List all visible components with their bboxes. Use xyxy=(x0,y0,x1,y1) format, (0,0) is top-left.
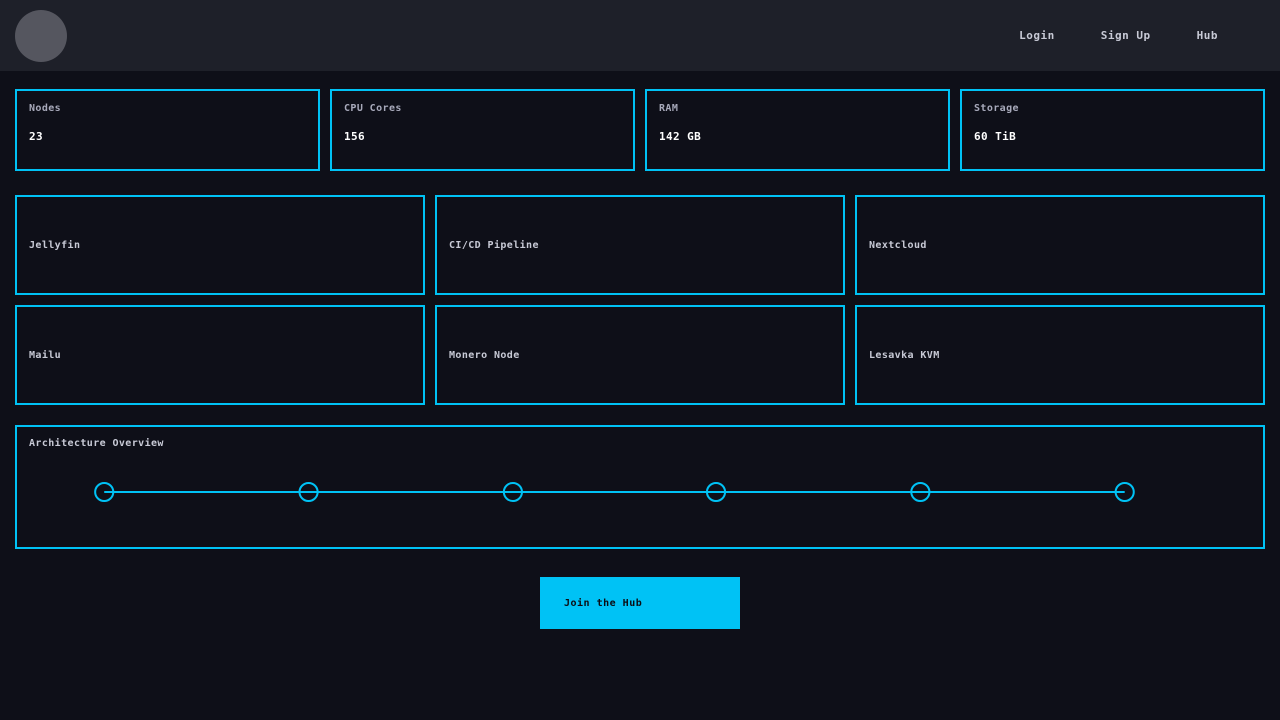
nav-link-hub[interactable]: Hub xyxy=(1196,29,1218,42)
stat-label: Storage xyxy=(974,103,1019,114)
architecture-node-circle-icon[interactable] xyxy=(298,482,319,502)
architecture-diagram xyxy=(94,482,1135,502)
architecture-overview-panel: Architecture Overview xyxy=(15,425,1265,549)
service-label: Lesavka KVM xyxy=(869,349,940,361)
stat-value: 60 TiB xyxy=(974,130,1017,143)
service-label: Jellyfin xyxy=(29,239,81,251)
architecture-title: Architecture Overview xyxy=(29,438,164,449)
main-nav: Login Sign Up Hub xyxy=(1019,23,1218,48)
service-label: Mailu xyxy=(29,349,62,361)
cta-section: Join the Hub xyxy=(15,577,1265,629)
page-body: Nodes 23 CPU Cores 156 RAM 142 GB Storag… xyxy=(0,71,1280,629)
stat-label: Nodes xyxy=(29,103,62,114)
architecture-node-circle-icon[interactable] xyxy=(94,482,115,502)
architecture-node-circle-icon[interactable] xyxy=(502,482,523,502)
architecture-node-circle-icon[interactable] xyxy=(705,482,727,502)
service-label: CI/CD Pipeline xyxy=(449,239,539,251)
nav-link-login[interactable]: Login xyxy=(1019,29,1055,42)
stat-value: 23 xyxy=(29,130,44,143)
stat-label: CPU Cores xyxy=(344,103,402,114)
avatar-circle-icon[interactable] xyxy=(15,9,67,62)
stat-card-storage: Storage 60 TiB xyxy=(960,89,1265,171)
services-grid: Jellyfin CI/CD Pipeline Nextcloud Mailu … xyxy=(15,195,1265,405)
service-card-nextcloud[interactable]: Nextcloud xyxy=(855,195,1265,295)
architecture-node-circle-icon[interactable] xyxy=(910,482,931,502)
service-label: Monero Node xyxy=(449,349,520,361)
service-card-cicd-pipeline[interactable]: CI/CD Pipeline xyxy=(435,195,845,295)
nav-link-sign-up[interactable]: Sign Up xyxy=(1100,29,1151,42)
service-card-monero-node[interactable]: Monero Node xyxy=(435,305,845,405)
service-label: Nextcloud xyxy=(869,239,927,251)
architecture-node-circle-icon[interactable] xyxy=(1114,482,1135,502)
stat-card-ram: RAM 142 GB xyxy=(645,89,950,171)
service-card-mailu[interactable]: Mailu xyxy=(15,305,425,405)
stat-value: 142 GB xyxy=(659,130,702,143)
stat-label: RAM xyxy=(659,103,679,114)
site-header: Login Sign Up Hub xyxy=(0,0,1280,71)
stat-card-nodes: Nodes 23 xyxy=(15,89,320,171)
join-the-hub-button[interactable]: Join the Hub xyxy=(540,577,740,629)
stat-card-cpu-cores: CPU Cores 156 xyxy=(330,89,635,171)
stat-value: 156 xyxy=(344,130,366,143)
service-card-lesavka-kvm[interactable]: Lesavka KVM xyxy=(855,305,1265,405)
stats-row: Nodes 23 CPU Cores 156 RAM 142 GB Storag… xyxy=(15,89,1265,171)
service-card-jellyfin[interactable]: Jellyfin xyxy=(15,195,425,295)
